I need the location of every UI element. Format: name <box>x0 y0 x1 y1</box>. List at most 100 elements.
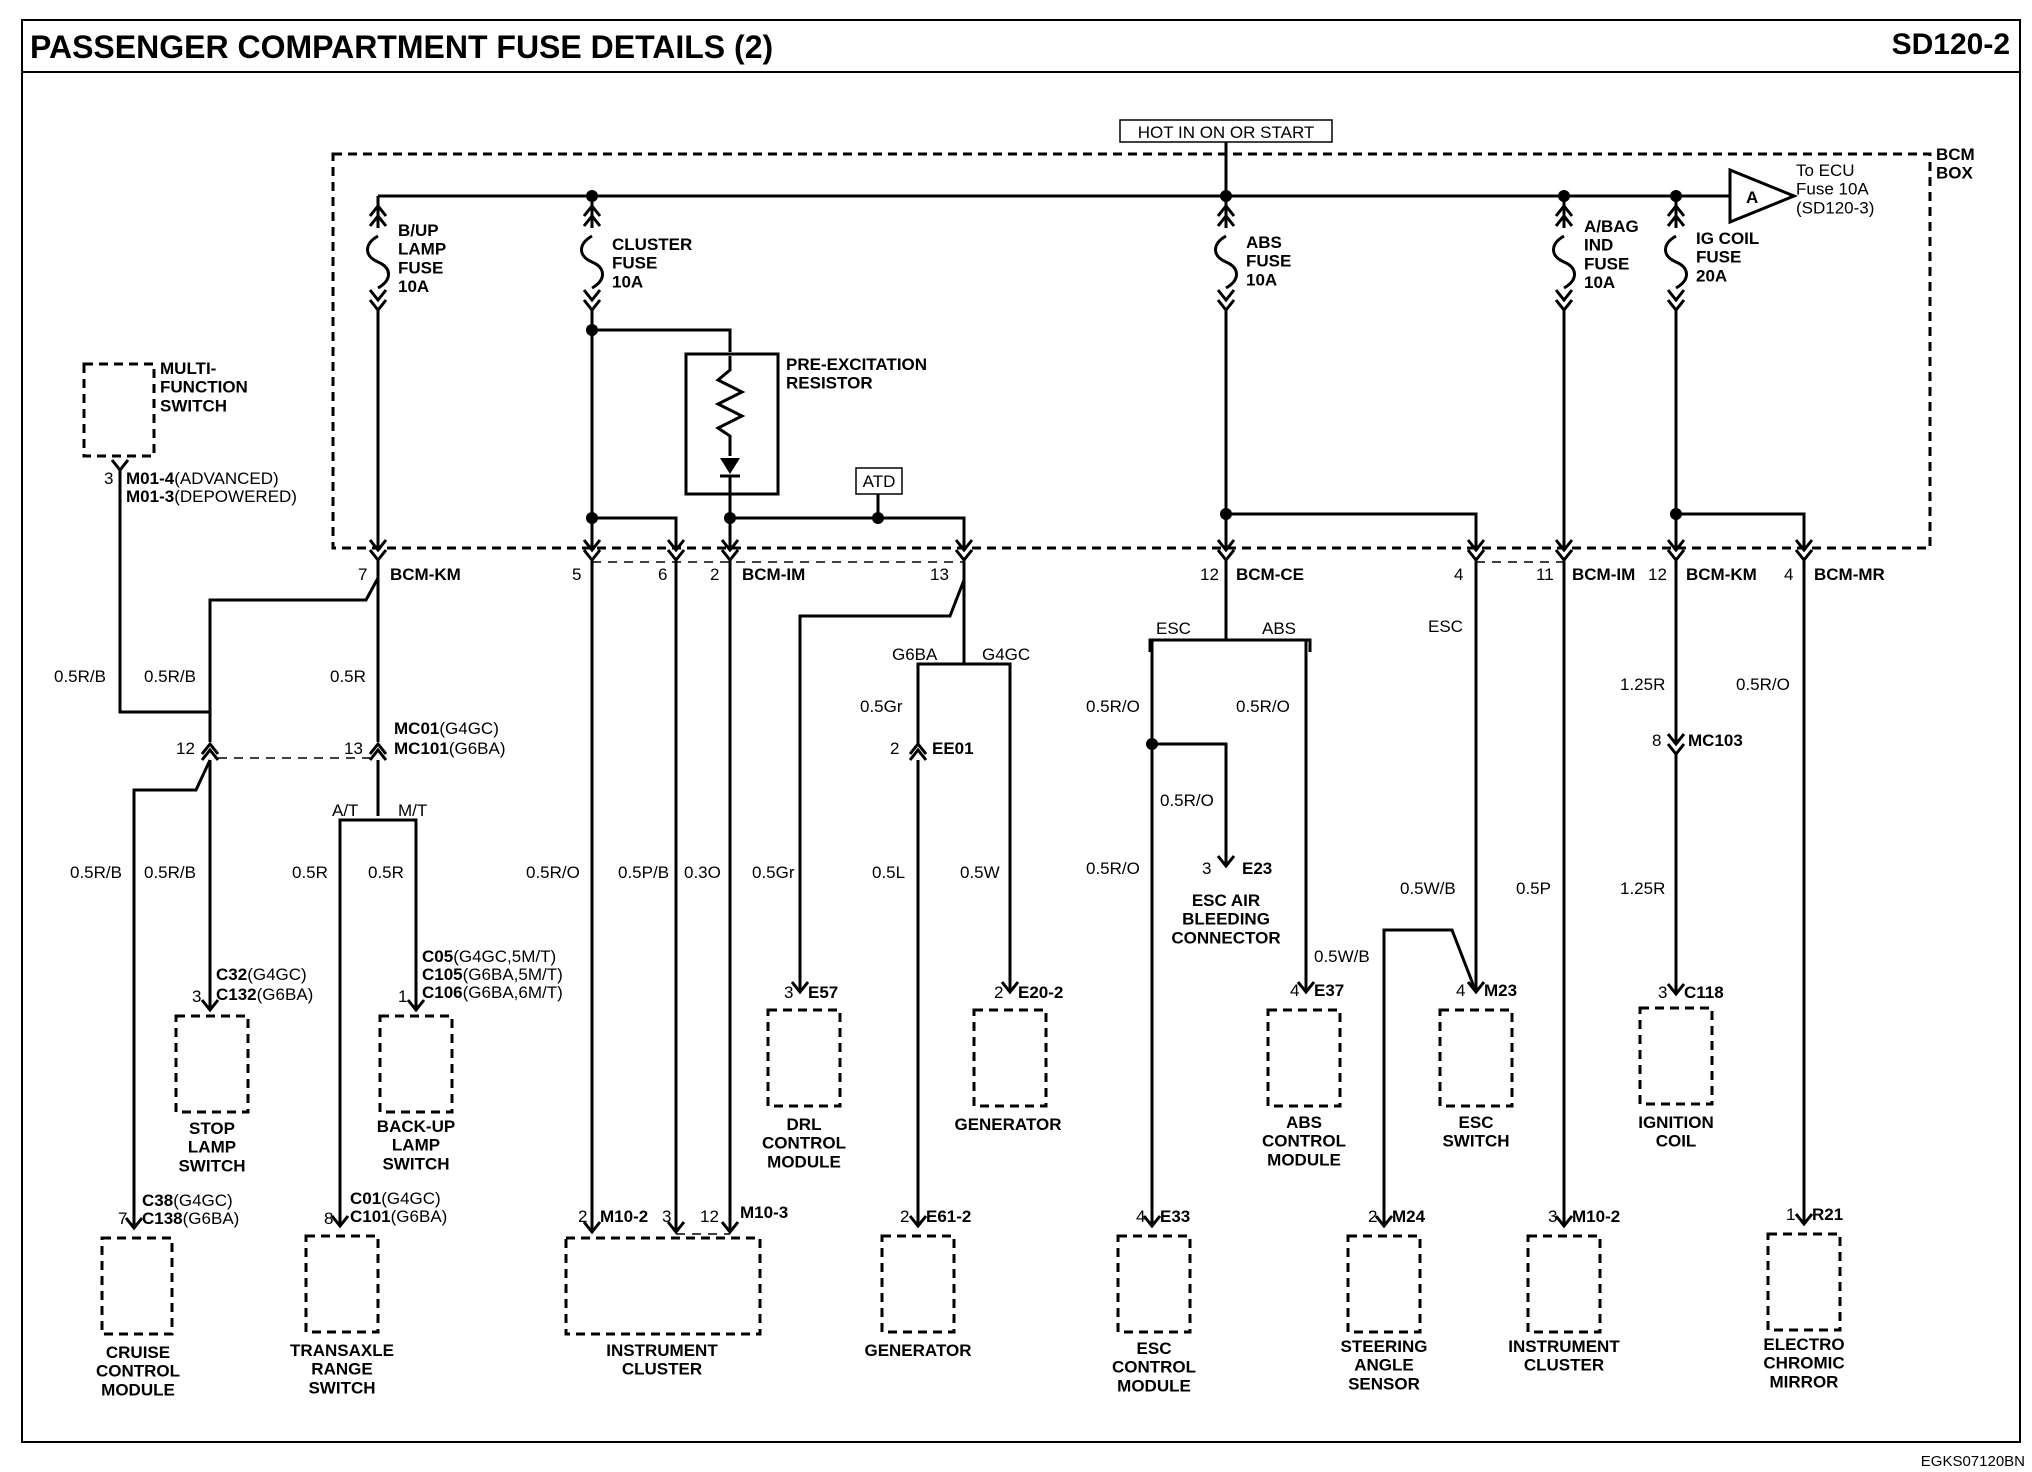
branch-mt: M/T <box>398 801 427 820</box>
c05-pin: 1 <box>398 987 407 1006</box>
pin-5: 5 <box>572 565 581 584</box>
generator-1 <box>972 1008 1048 1108</box>
page-frame <box>21 19 2021 1443</box>
pin-11: 11 <box>1536 565 1554 584</box>
wire-label-11: 0.5Gr <box>860 697 903 716</box>
steering-angle-sensor <box>1346 1234 1422 1334</box>
offpage-letter-a: A <box>1746 188 1758 207</box>
wire-label-20: 0.5W/B <box>1314 947 1370 966</box>
m24-chevron <box>1374 1215 1394 1229</box>
wire-label-3: 0.5R <box>330 667 366 686</box>
wire-label-22: 1.25R <box>1620 675 1665 694</box>
wire-label-24: 0.5R/O <box>1736 675 1790 694</box>
abs-to-pin4 <box>1226 512 1478 548</box>
wire-label-18: 0.5R/O <box>1086 859 1140 878</box>
ignition-coil <box>1638 1006 1714 1106</box>
c38-pin: 7 <box>118 1209 127 1228</box>
wire-mc-to-cruise <box>132 759 212 1228</box>
preexc-feed <box>592 328 732 352</box>
transaxle-range-switch <box>304 1234 380 1334</box>
m10-pin-12: 12 <box>700 1207 719 1226</box>
preexc-to-pin13 <box>730 516 966 548</box>
c132-label: C132(G6BA) <box>216 985 313 1004</box>
pin-bcm-mr: BCM-MR <box>1814 565 1885 584</box>
c101-label: C101(G6BA) <box>350 1207 447 1226</box>
mc-connector <box>200 741 388 761</box>
wire-label-21: 0.5P <box>1516 879 1551 898</box>
e57-label: E57 <box>808 983 838 1002</box>
mc-pin-12: 12 <box>176 739 195 758</box>
c01-pin: 8 <box>324 1209 333 1228</box>
back-up-lamp-switch <box>378 1014 454 1114</box>
wire-label-6: 0.5R <box>292 863 328 882</box>
wire-label-9: 0.5P/B <box>618 863 669 882</box>
stop-lamp-switch <box>174 1014 250 1114</box>
wire-label-12: 0.5Gr <box>752 863 795 882</box>
wire-label-4: 0.5R/B <box>70 863 122 882</box>
branch-esc-1: ESC <box>1156 619 1191 638</box>
m01-a: M01-4(ADVANCED) <box>126 469 279 488</box>
instrument-cluster <box>564 1236 762 1336</box>
e612-pin: 2 <box>900 1207 909 1226</box>
branch-g4gc: G4GC <box>982 645 1030 664</box>
branch-g6ba: G6BA <box>892 645 938 664</box>
pin-7: 7 <box>358 565 367 584</box>
pin-2: 2 <box>710 565 719 584</box>
wire-label-1: 0.5R/B <box>54 667 106 686</box>
pin-bcm-ce: BCM-CE <box>1236 565 1304 584</box>
wire-at-mt-branch <box>338 818 418 832</box>
electro-chromic-mirror <box>1766 1232 1842 1332</box>
c106-label: C106(G6BA,6M/T) <box>422 983 563 1002</box>
wire-esc-air <box>1152 742 1228 866</box>
m23-chevron <box>1466 981 1486 995</box>
esc-switch <box>1438 1008 1514 1108</box>
m102b-chevron <box>1554 1215 1574 1229</box>
c32-chevron <box>200 999 220 1013</box>
e23-chevron <box>1216 855 1236 869</box>
e33-chevron <box>1142 1215 1162 1229</box>
wire-label-10: 0.3O <box>684 863 721 882</box>
ee01-pin: 2 <box>890 739 899 758</box>
wire-pin13-drl <box>798 560 966 992</box>
e23-pin: 3 <box>1202 859 1211 878</box>
bcm-box <box>331 152 1932 550</box>
wire-label-13: 0.5L <box>872 863 905 882</box>
e57-pin: 3 <box>784 983 793 1002</box>
c38-label: C38(G4GC) <box>142 1191 233 1210</box>
wire-label-8: 0.5R/O <box>526 863 580 882</box>
e23-label: E23 <box>1242 859 1272 878</box>
e37-label: E37 <box>1314 981 1344 1000</box>
bcm-pin-chevrons <box>368 539 1814 563</box>
hot-label: HOT IN ON OR START <box>1138 123 1315 142</box>
page-title: PASSENGER COMPARTMENT FUSE DETAILS (2) <box>30 29 773 65</box>
mc01-label: MC01(G4GC) <box>394 719 499 738</box>
preexc-resistor-zigzag <box>714 356 746 456</box>
m103-label: M10-3 <box>740 1203 788 1222</box>
m102-pin: 2 <box>578 1207 587 1226</box>
mc103-pin: 8 <box>1652 731 1661 750</box>
mc-pin-13: 13 <box>344 739 363 758</box>
mc103-label: MC103 <box>1688 731 1743 750</box>
c01-chevron <box>330 1215 350 1229</box>
wire-label-14: 0.5W <box>960 863 1000 882</box>
preexc-diode <box>720 458 740 474</box>
esc-control-module <box>1116 1234 1192 1334</box>
offpage-triangle-a <box>1728 167 1798 225</box>
